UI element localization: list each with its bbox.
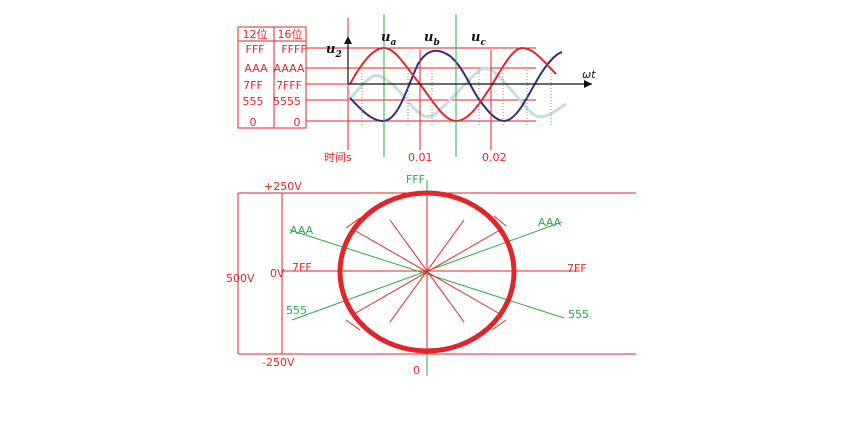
u2-label: u2 [326, 42, 342, 60]
ua-label: ua [381, 30, 396, 48]
table-header-16bit: 16位 [278, 27, 303, 41]
time-tick-002: 0.02 [482, 151, 507, 164]
dotted-markers [361, 70, 552, 126]
table-cell: 7FFF [276, 79, 302, 92]
table-cell: 0 [294, 116, 301, 129]
plus-250v-label: +250V [264, 180, 302, 193]
green-markers [383, 14, 457, 157]
555-right-label: 555 [568, 308, 589, 321]
x-axis-arrow [584, 80, 592, 88]
7ff-left-label: 7FF [292, 261, 312, 274]
table-cell: 555 [243, 95, 264, 108]
vector-circle [337, 190, 517, 354]
0v-label: 0V [270, 267, 285, 280]
time-axis-label: 时间s [324, 151, 352, 164]
zero-bottom-label: 0 [413, 364, 420, 377]
fff-top-label: FFF [406, 173, 425, 186]
waveform-axes [347, 38, 592, 85]
time-tick-001: 0.01 [408, 151, 433, 164]
500v-label: 500V [226, 272, 255, 285]
555-left-label: 555 [286, 304, 307, 317]
omega-t-label: ωt [582, 68, 596, 81]
table-header-12bit: 12位 [243, 27, 268, 41]
minus-250v-label: -250V [262, 356, 295, 369]
table-cell: AAAA [273, 62, 304, 75]
circle-ticks [345, 215, 507, 331]
table-cell: AAA [244, 62, 268, 75]
aaa-left-label: AAA [290, 224, 314, 237]
aaa-right-label: AAA [538, 216, 562, 229]
table-cell: 7FF [243, 79, 263, 92]
value-table [237, 26, 307, 129]
phase-b-curve [349, 49, 563, 123]
red-spokes [353, 196, 501, 350]
y-axis-arrow [344, 36, 352, 44]
table-cell: FFFF [281, 43, 306, 56]
table-cell: FFF [246, 43, 265, 56]
voltage-frame [237, 192, 636, 355]
phase-c-curve [346, 67, 567, 119]
table-cell: 0 [250, 116, 257, 129]
uc-label: uc [471, 30, 486, 48]
7ff-right-label: 7FF [567, 262, 587, 275]
table-cell: 5555 [273, 95, 301, 108]
ub-label: ub [424, 30, 440, 48]
